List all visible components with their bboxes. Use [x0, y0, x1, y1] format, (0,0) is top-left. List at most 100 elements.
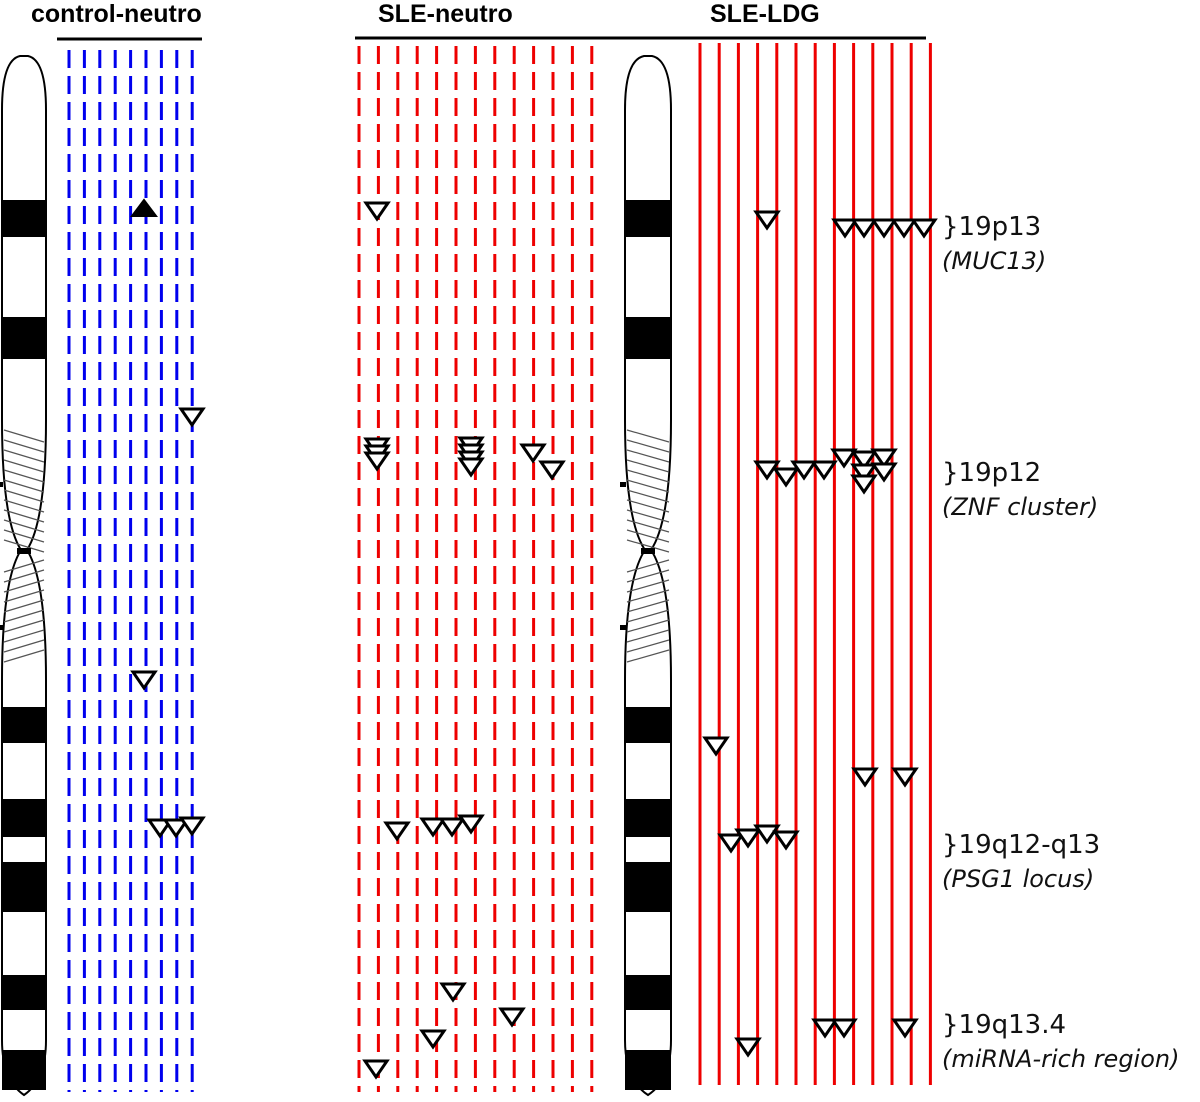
- open-down-triangle-icon: [734, 1037, 762, 1058]
- sle-ldg-heading: SLE-LDG: [710, 0, 820, 28]
- open-down-triangle-icon: [870, 462, 898, 483]
- region-label: }19p12: [942, 458, 1042, 488]
- centromere-hatch: [3, 499, 45, 513]
- centromere-hatch: [3, 509, 45, 523]
- centromere-hatch: [626, 509, 670, 523]
- centromere-hatch: [3, 519, 45, 533]
- chromosome-band: [625, 862, 671, 912]
- open-down-triangle-icon: [363, 451, 391, 472]
- centromere-hatch: [626, 589, 670, 603]
- open-down-triangle-icon: [419, 1029, 447, 1050]
- chromosome-band: [625, 707, 671, 743]
- open-down-triangle-icon: [383, 821, 411, 842]
- open-down-triangle-icon: [910, 218, 938, 239]
- chromosome-band: [2, 799, 46, 837]
- open-down-triangle-icon: [830, 1018, 858, 1039]
- centromere-tick: [0, 482, 3, 487]
- centromere-hatch: [626, 469, 670, 483]
- centromere-hatch: [3, 589, 45, 603]
- open-down-triangle-icon: [753, 210, 781, 231]
- centromere-hatch: [626, 539, 670, 553]
- centromere-hatch: [626, 629, 670, 643]
- centromere-hatch: [626, 619, 670, 633]
- open-down-triangle-icon: [890, 218, 918, 239]
- centromere-hatch: [3, 599, 45, 613]
- centromere-hatch: [626, 609, 670, 623]
- centromere-tick: [17, 548, 31, 554]
- region-label: }19q13.4: [942, 1010, 1067, 1040]
- open-down-triangle-icon: [851, 767, 879, 788]
- chromosome-band: [625, 975, 671, 1010]
- centromere-hatch: [3, 459, 45, 473]
- filled-up-triangle-icon: [130, 198, 158, 217]
- chromosome-band: [2, 707, 46, 743]
- centromere-hatch: [3, 489, 45, 503]
- region-gene: (MUC13): [942, 247, 1047, 275]
- open-down-triangle-icon: [162, 818, 190, 839]
- centromere-hatch: [3, 479, 45, 493]
- open-down-triangle-icon: [717, 833, 745, 854]
- open-down-triangle-icon: [130, 670, 158, 691]
- open-down-triangle-icon: [753, 460, 781, 481]
- centromere-hatch: [3, 539, 45, 553]
- centromere-hatch: [3, 469, 45, 483]
- region-label: }19q12-q13: [942, 830, 1101, 860]
- sle-neutro-heading: SLE-neutro: [378, 0, 513, 28]
- centromere-hatch: [626, 449, 670, 463]
- centromere-hatch: [3, 569, 45, 583]
- centromere-hatch: [626, 439, 670, 453]
- region-19p13: }19p13 (MUC13): [942, 210, 1046, 278]
- open-down-triangle-icon: [419, 817, 447, 838]
- centromere-hatch: [626, 569, 670, 583]
- open-down-triangle-icon: [146, 818, 174, 839]
- centromere-hatch: [626, 499, 670, 513]
- chromosome-band: [2, 200, 46, 237]
- region-19q13-4: }19q13.4 (miRNA-rich region): [942, 1008, 1179, 1076]
- open-down-triangle-icon: [519, 443, 547, 464]
- centromere-hatch: [626, 489, 670, 503]
- chromosome-ideogram-right: [620, 55, 672, 1097]
- centromere-hatch: [626, 459, 670, 473]
- centromere-tick: [620, 625, 626, 630]
- region-gene: (PSG1 locus): [942, 865, 1095, 893]
- centromere-tick: [641, 548, 655, 554]
- centromere-hatch: [626, 559, 670, 573]
- centromere-tick: [620, 482, 626, 487]
- open-down-triangle-icon: [831, 218, 859, 239]
- centromere-hatch: [626, 649, 670, 663]
- chromosome-ideogram-left: [0, 55, 47, 1097]
- open-down-triangle-icon: [178, 816, 206, 837]
- open-down-triangle-icon: [850, 218, 878, 239]
- open-down-triangle-icon: [538, 460, 566, 481]
- centromere-hatch: [3, 619, 45, 633]
- sle-ldg-lanes: [698, 43, 932, 1085]
- open-down-triangle-icon: [498, 1007, 526, 1028]
- open-down-triangle-icon: [363, 201, 391, 222]
- centromere-hatch: [3, 649, 45, 663]
- open-down-triangle-icon: [891, 767, 919, 788]
- centromere-hatch: [626, 529, 670, 543]
- centromere-hatch: [3, 559, 45, 573]
- chromosome-band: [625, 317, 671, 359]
- chromosome-band: [625, 799, 671, 837]
- open-down-triangle-icon: [870, 218, 898, 239]
- centromere-hatch: [626, 479, 670, 493]
- sle-neutro-lanes: [357, 46, 594, 1092]
- centromere-hatch: [626, 519, 670, 533]
- methylation-markers: [130, 198, 938, 1080]
- centromere-hatch: [3, 609, 45, 623]
- region-gene: (ZNF cluster): [942, 493, 1099, 521]
- open-down-triangle-icon: [850, 450, 878, 471]
- open-down-triangle-icon: [457, 814, 485, 835]
- open-down-triangle-icon: [810, 460, 838, 481]
- open-down-triangle-icon: [439, 982, 467, 1003]
- chromosome-band: [2, 317, 46, 359]
- open-down-triangle-icon: [772, 467, 800, 488]
- centromere-hatch: [3, 629, 45, 643]
- chromosome-band: [2, 862, 46, 912]
- chromosome-band: [625, 1050, 671, 1090]
- open-down-triangle-icon: [734, 828, 762, 849]
- centromere-hatch: [626, 429, 670, 443]
- centromere-hatch: [3, 639, 45, 653]
